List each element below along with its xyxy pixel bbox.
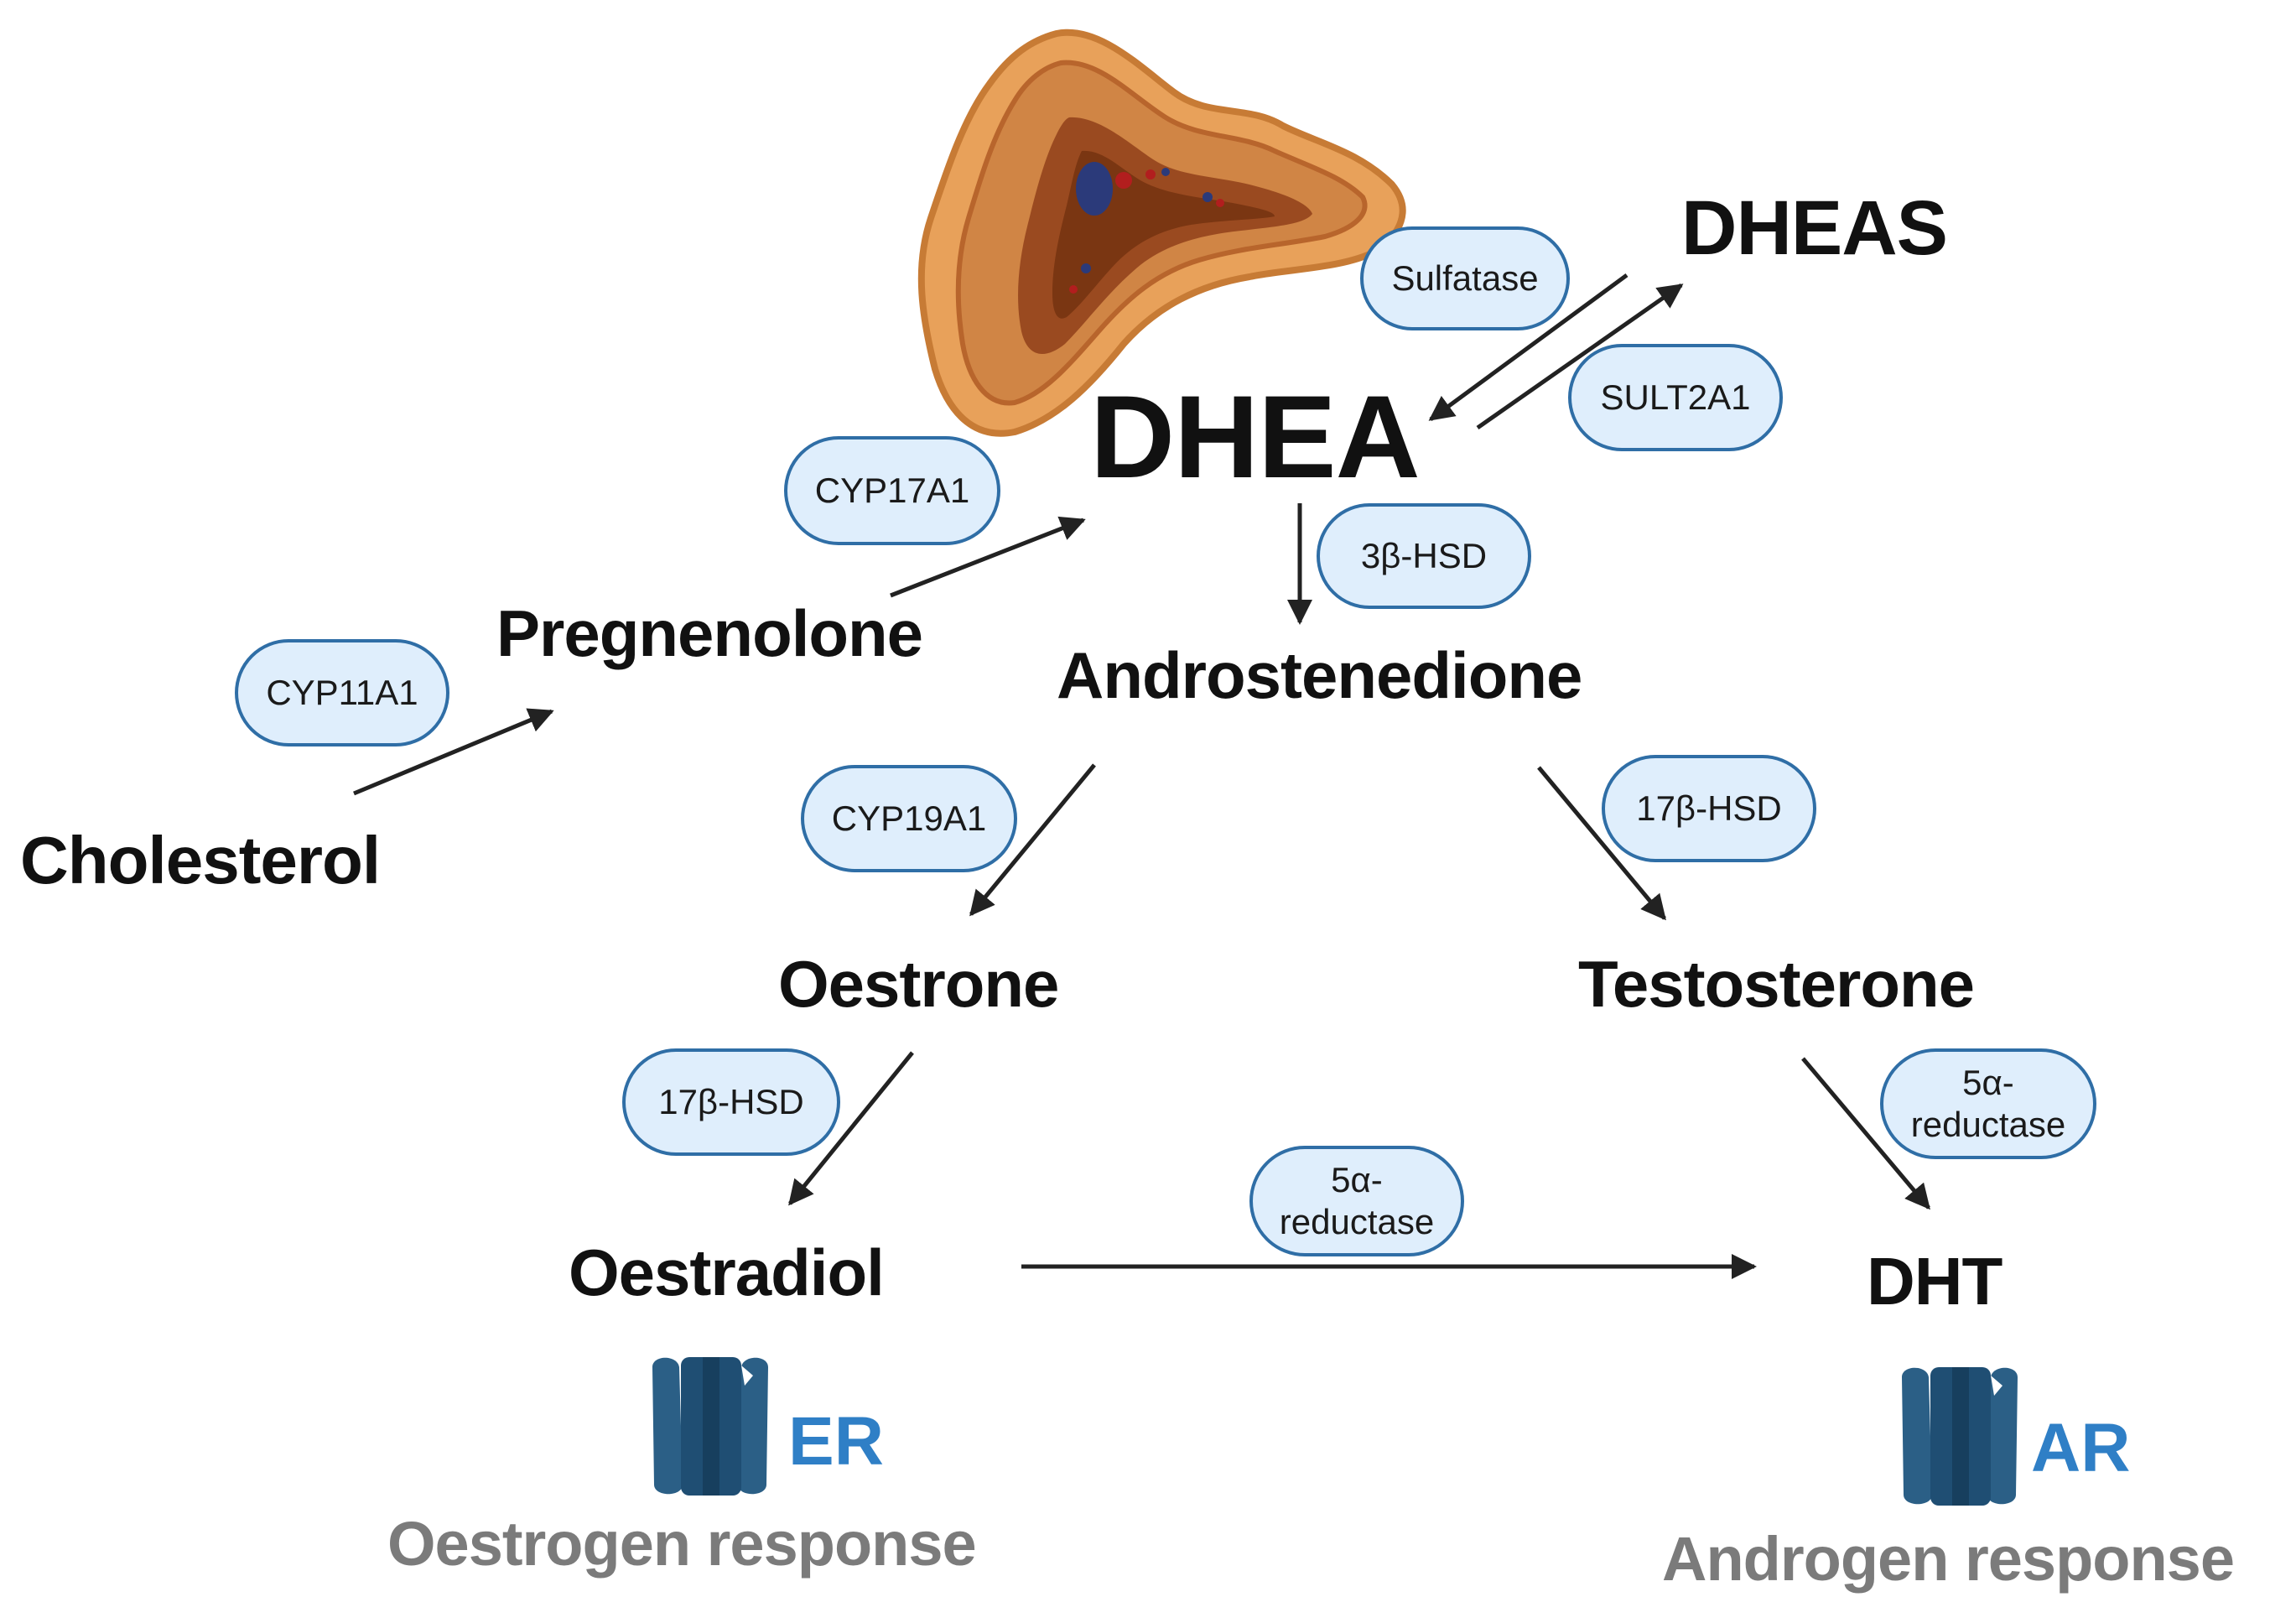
arrow-dhea-to-dheas (1476, 283, 1684, 430)
enzyme-label-line1: 5α- (1962, 1063, 2014, 1102)
enzyme-label: Sulfatase (1391, 258, 1539, 298)
enzyme-cyp17a1: CYP17A1 (784, 436, 1000, 545)
enzyme-label: CYP19A1 (831, 798, 987, 838)
node-dht: DHT (1867, 1244, 2003, 1319)
enzyme-label: 3β-HSD (1360, 536, 1488, 575)
arrow-androstenedione-to-testosterone (1537, 766, 1666, 921)
enzyme-cyp19a1: CYP19A1 (801, 765, 1017, 872)
enzyme-label: 17β-HSD (658, 1082, 804, 1121)
enzyme-label-line2: reductase (1910, 1105, 2066, 1144)
enzyme-17b-hsd-left: 17β-HSD (622, 1048, 840, 1156)
node-androstenedione: Androstenedione (1057, 638, 1582, 712)
node-testosterone: Testosterone (1578, 947, 1975, 1021)
androgen-response: Androgen response (1662, 1524, 2235, 1594)
enzyme-5a-reductase-right: 5α- reductase (1880, 1048, 2096, 1159)
node-cholesterol: Cholesterol (20, 823, 381, 897)
arrow-pregnenolone-to-dhea (890, 516, 1086, 598)
arrow-oestrone-to-oestradiol (788, 1051, 914, 1206)
node-oestrone: Oestrone (778, 947, 1059, 1021)
enzyme-label-line1: 5α- (1331, 1160, 1383, 1199)
enzyme-label: 17β-HSD (1636, 788, 1782, 828)
node-dhea: DHEA (1090, 371, 1421, 502)
enzyme-sulfatase: Sulfatase (1360, 226, 1570, 330)
enzyme-sult2a1: SULT2A1 (1568, 344, 1783, 451)
oestrogen-response: Oestrogen response (387, 1509, 977, 1579)
arrow-dheas-to-dhea (1428, 273, 1628, 422)
enzyme-cyp11a1: CYP11A1 (235, 639, 449, 746)
enzyme-label: SULT2A1 (1600, 377, 1751, 417)
enzyme-5a-reductase-mid: 5α- reductase (1249, 1146, 1464, 1256)
enzyme-label-line2: reductase (1279, 1202, 1435, 1241)
adrenal-gland-icon (917, 29, 1406, 437)
node-dheas: DHEAS (1681, 185, 1948, 271)
arrow-testosterone-to-dht (1801, 1057, 1930, 1210)
er-receptor-icon (652, 1357, 768, 1496)
node-pregnenolone: Pregnenolone (496, 596, 923, 670)
node-oestradiol: Oestradiol (569, 1235, 885, 1309)
arrow-androstenedione-to-oestrone (969, 763, 1096, 917)
er-label: ER (788, 1403, 884, 1480)
arrow-cholesterol-to-pregnenolone (353, 708, 554, 796)
enzyme-label: CYP11A1 (266, 673, 418, 712)
ar-receptor-icon (1902, 1367, 2018, 1506)
enzyme-label: CYP17A1 (814, 471, 970, 510)
enzyme-17b-hsd-right: 17β-HSD (1602, 755, 1816, 862)
ar-label: AR (2031, 1410, 2131, 1486)
enzyme-3b-hsd: 3β-HSD (1317, 503, 1531, 609)
